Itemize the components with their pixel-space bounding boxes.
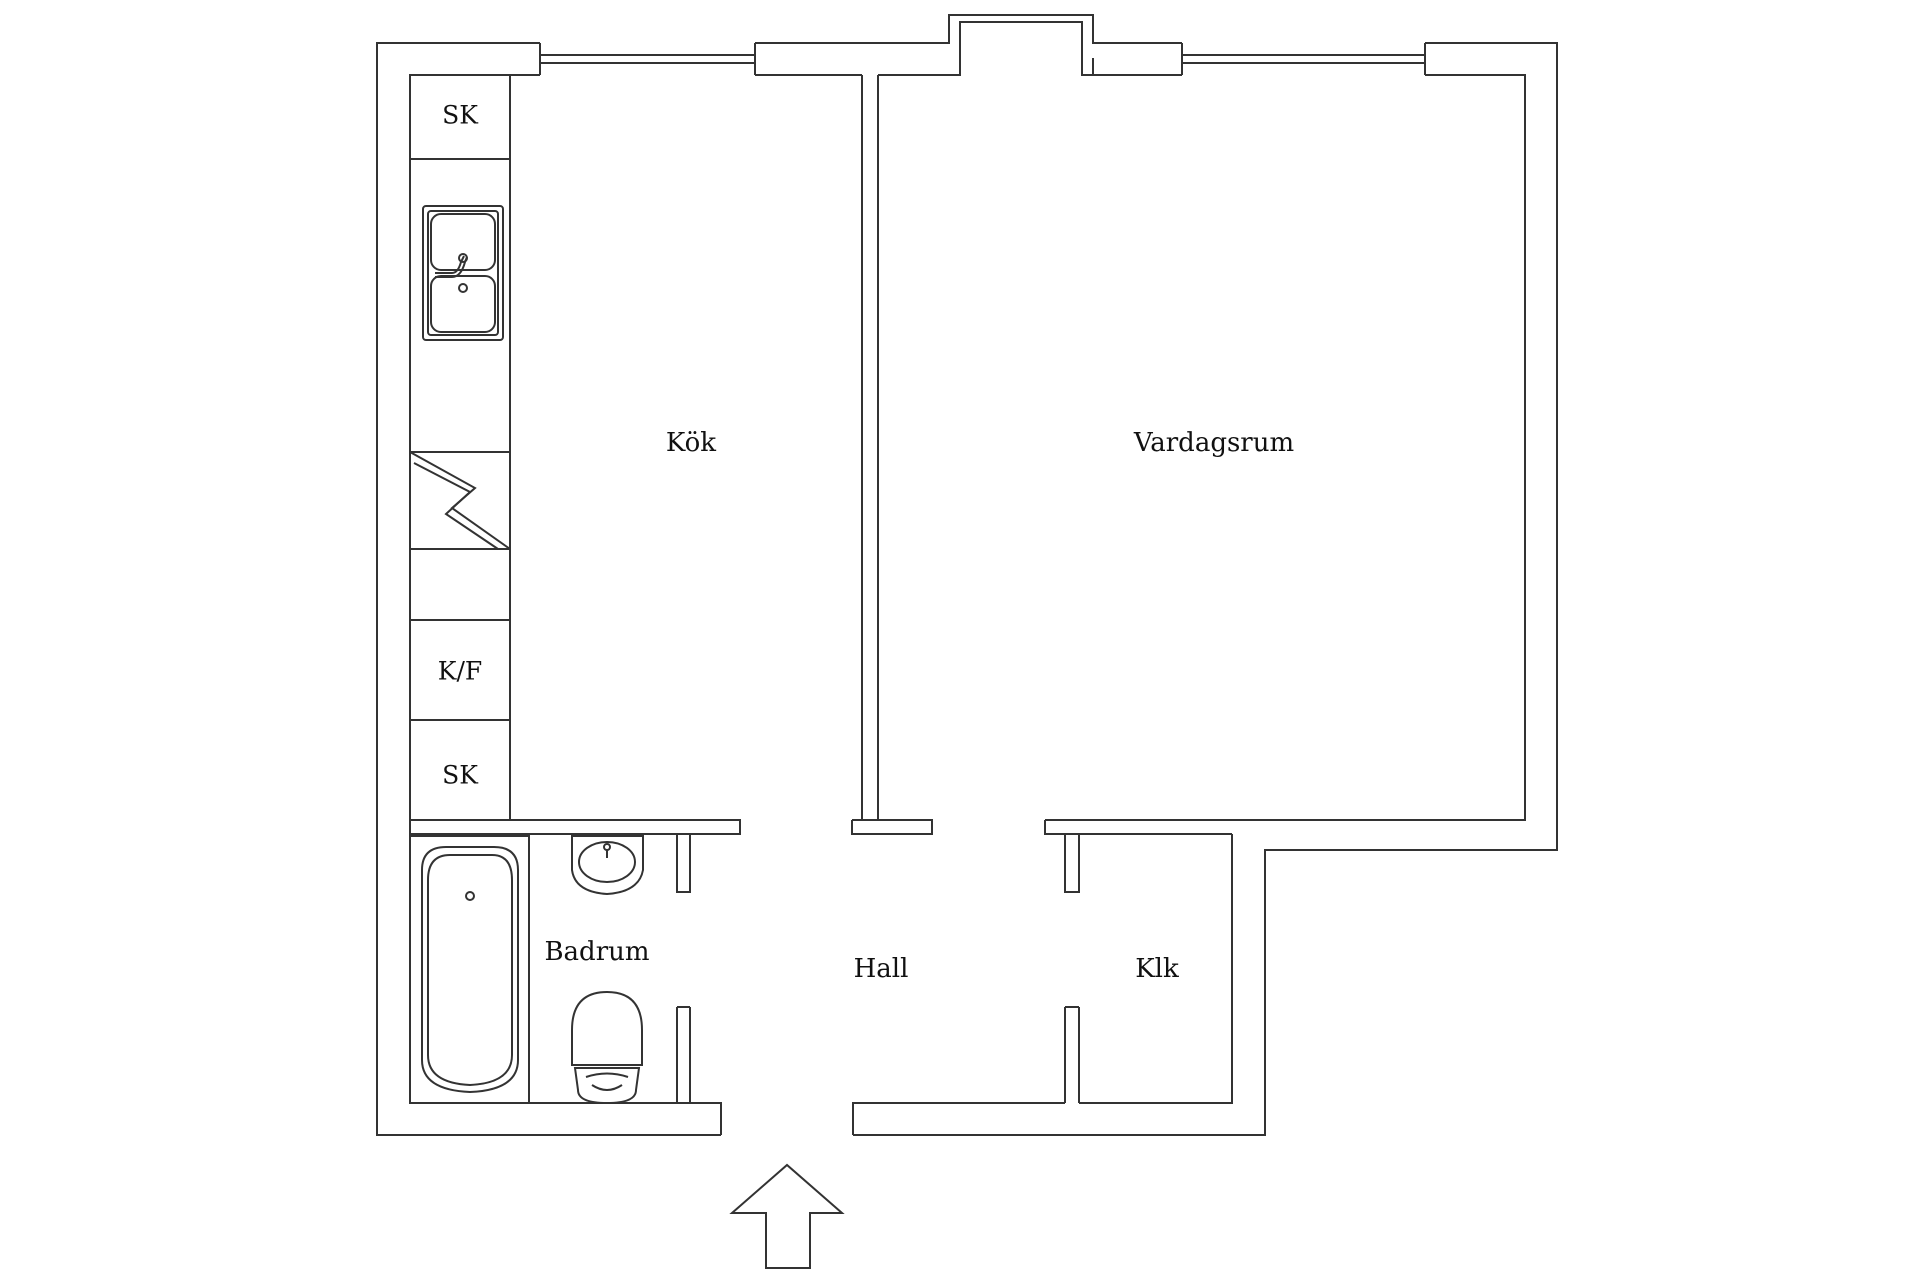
cabinet-label-fridge-freezer: K/F: [438, 657, 482, 686]
stove-icon: [409, 451, 511, 550]
kitchen-counter: [410, 75, 511, 820]
room-label-kitchen: Kök: [666, 428, 716, 458]
double-sink-icon: [422, 205, 504, 341]
wall-kitchen-south: [410, 819, 1232, 835]
wall-bathroom-east: [676, 834, 722, 1135]
room-label-living-room: Vardagsrum: [1133, 428, 1294, 458]
outer-walls: [376, 14, 1558, 1136]
window-living-room: [1181, 43, 1426, 75]
room-label-closet: Klk: [1135, 954, 1179, 984]
entrance-arrow-icon: [729, 1163, 845, 1269]
cabinet-label-bottom: SK: [442, 761, 479, 790]
room-label-bathroom: Badrum: [544, 937, 649, 967]
room-label-hall: Hall: [854, 954, 909, 984]
partition-wall-kitchen-living: [851, 75, 933, 835]
window-kitchen: [539, 43, 756, 75]
toilet-icon: [571, 990, 643, 1105]
washbasin-icon: [571, 835, 644, 896]
wall-closet-west: [852, 833, 1080, 1135]
cabinet-label-top: SK: [442, 101, 479, 130]
bathtub-icon: [409, 835, 530, 1104]
